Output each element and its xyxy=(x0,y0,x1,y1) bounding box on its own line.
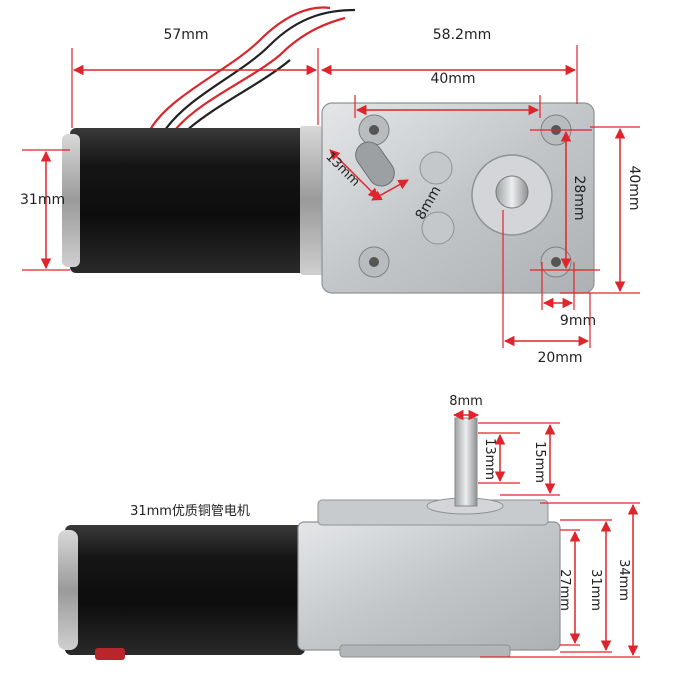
output-shaft xyxy=(495,175,529,209)
motor-body xyxy=(70,128,320,273)
label-hole-spacing-horizontal: 40mm xyxy=(430,71,475,87)
gearbox-side xyxy=(297,521,561,651)
motor-flange xyxy=(300,126,326,275)
label-gearbox-thickness: 31mm xyxy=(588,569,603,611)
motor-end-cap-side xyxy=(58,530,78,650)
dim-line-slot-length xyxy=(329,149,379,199)
label-shaft-length: 15mm xyxy=(532,441,547,483)
label-gearbox-thickness-inner: 27mm xyxy=(557,569,572,611)
top-view: 57mm 58.2mm 40mm 31mm 40mm 28mm 13mm 8mm xyxy=(20,6,642,366)
gear-boss xyxy=(419,151,453,185)
motor-end-cap xyxy=(62,134,80,267)
label-motor-length: 57mm xyxy=(163,27,208,43)
label-shaft-to-edge: 20mm xyxy=(537,350,582,366)
gear-boss xyxy=(421,211,455,245)
label-shaft-diameter: 8mm xyxy=(449,394,483,409)
label-hole-to-edge: 9mm xyxy=(560,313,596,329)
label-total-height: 34mm xyxy=(616,559,631,601)
caption: 31mm优质铜管电机 xyxy=(130,504,250,519)
output-shaft-side xyxy=(454,417,478,507)
label-hole-spacing-vertical: 28mm xyxy=(571,175,587,220)
label-motor-diameter: 31mm xyxy=(20,192,65,208)
label-gearbox-length: 58.2mm xyxy=(433,27,491,43)
label-shaft-flat-length: 13mm xyxy=(482,438,497,480)
side-view: 31mm优质铜管电机 8mm 13mm 15mm 27mm 31m xyxy=(58,394,640,660)
dim-line-slot-width xyxy=(371,179,409,201)
motor-body-side xyxy=(65,525,305,655)
gearbox-housing xyxy=(321,102,595,294)
label-gearbox-height: 40mm xyxy=(626,165,642,210)
